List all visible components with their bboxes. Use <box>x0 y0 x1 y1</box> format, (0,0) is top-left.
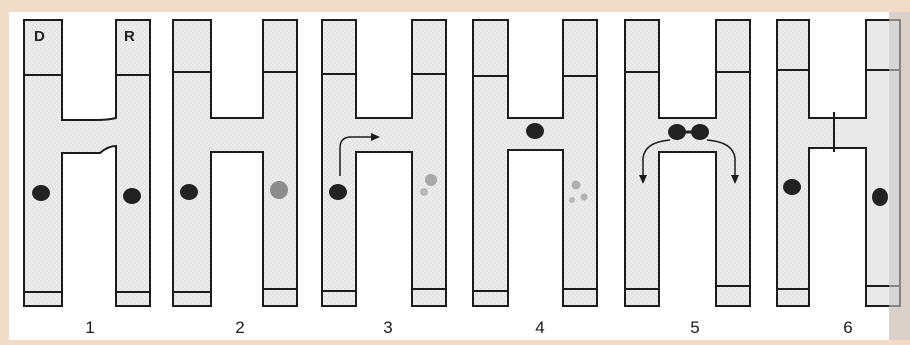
nucleus-fragment <box>581 194 588 201</box>
panel-number-5: 5 <box>680 318 710 338</box>
nucleus-fragment <box>420 188 428 196</box>
panel-number-2: 2 <box>225 318 255 338</box>
dividing-nucleus <box>691 124 709 140</box>
recipient-new-nucleus <box>872 188 888 206</box>
degrading-nucleus <box>270 181 288 199</box>
recipient-label: R <box>124 28 135 45</box>
donor-nucleus <box>32 185 50 201</box>
donor-nucleus <box>783 179 801 195</box>
panel-number-6: 6 <box>833 318 863 338</box>
panel-number-1: 1 <box>75 318 105 338</box>
recipient-nucleus <box>123 188 141 204</box>
dividing-nucleus <box>668 124 686 140</box>
migrating-nucleus <box>526 123 544 139</box>
nucleus-fragment <box>569 197 575 203</box>
page-edge <box>889 12 910 340</box>
nucleus-fragment <box>425 174 437 186</box>
donor-nucleus <box>329 184 347 200</box>
panel-number-4: 4 <box>525 318 555 338</box>
nucleus-fragment <box>572 181 581 190</box>
donor-nucleus <box>180 184 198 200</box>
donor-label: D <box>34 28 45 45</box>
panel-number-3: 3 <box>373 318 403 338</box>
